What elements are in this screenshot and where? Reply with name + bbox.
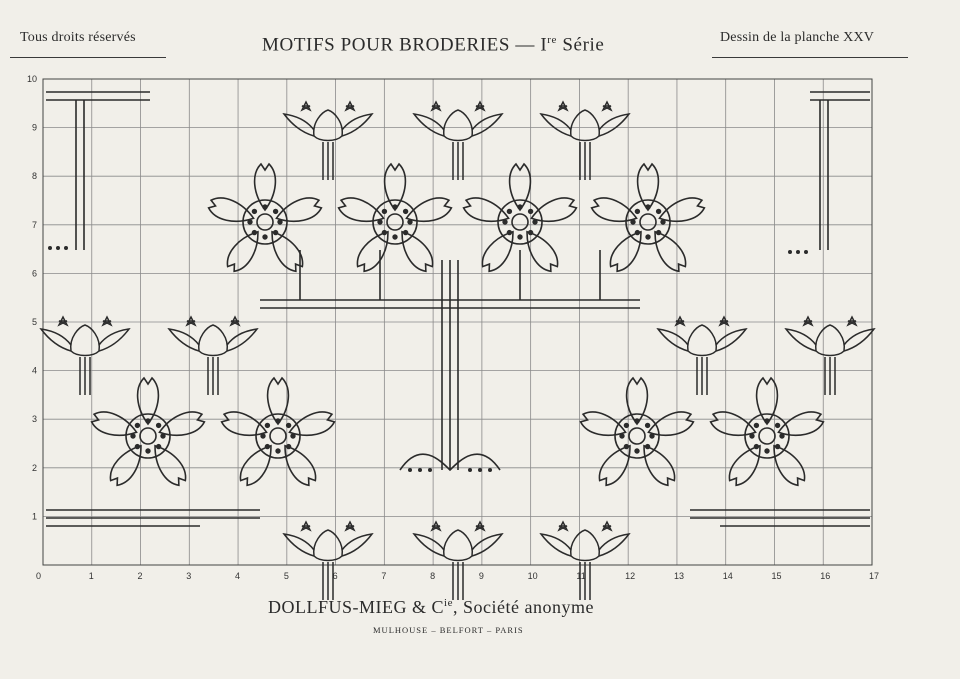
flower-icon bbox=[335, 163, 455, 276]
y-tick-label: 2 bbox=[32, 463, 37, 473]
y-tick-label: 10 bbox=[27, 74, 37, 84]
x-tick-label: 12 bbox=[625, 571, 635, 581]
y-tick-label: 7 bbox=[32, 220, 37, 230]
header-rule-left bbox=[10, 57, 166, 58]
tulip-icon bbox=[40, 316, 130, 396]
header-rule-right bbox=[712, 57, 908, 58]
x-tick-label: 10 bbox=[528, 571, 538, 581]
y-tick-label: 3 bbox=[32, 414, 37, 424]
flower-icon bbox=[588, 163, 708, 276]
tulip-icon bbox=[413, 521, 503, 601]
page-title: MOTIFS POUR BRODERIES — Ire Série bbox=[262, 34, 605, 56]
y-tick-label: 5 bbox=[32, 317, 37, 327]
x-tick-label: 13 bbox=[674, 571, 684, 581]
x-tick-label: 17 bbox=[869, 571, 879, 581]
tulip-icon bbox=[283, 101, 373, 181]
y-tick-label: 1 bbox=[32, 511, 37, 521]
x-tick-label: 16 bbox=[820, 571, 830, 581]
flower-icon bbox=[707, 377, 827, 490]
plate-label: Dessin de la planche XXV bbox=[720, 30, 875, 45]
flower-icon bbox=[205, 163, 325, 276]
tulip-icon bbox=[168, 316, 258, 396]
tulip-icon bbox=[540, 101, 630, 181]
x-tick-label: 3 bbox=[186, 571, 191, 581]
x-tick-label: 11 bbox=[576, 571, 585, 581]
y-tick-label: 6 bbox=[32, 268, 37, 278]
tulip-icon bbox=[283, 521, 373, 601]
x-tick-label: 8 bbox=[430, 571, 435, 581]
flower-icon bbox=[577, 377, 697, 490]
tulip-icon bbox=[540, 521, 630, 601]
y-tick-label: 8 bbox=[32, 171, 37, 181]
x-tick-label: 1 bbox=[89, 571, 94, 581]
x-tick-label: 6 bbox=[333, 571, 338, 581]
stem-structure bbox=[46, 91, 870, 527]
x-tick-label: 7 bbox=[381, 571, 386, 581]
y-tick-label: 4 bbox=[32, 366, 37, 376]
rights-notice: Tous droits réservés bbox=[20, 30, 136, 45]
x-tick-label: 5 bbox=[284, 571, 289, 581]
x-tick-label: 9 bbox=[479, 571, 484, 581]
flower-icon bbox=[88, 377, 208, 490]
tulip-icon bbox=[413, 101, 503, 181]
company-cities: MULHOUSE – BELFORT – PARIS bbox=[373, 625, 524, 635]
y-axis-labels: 1 2 3 4 5 6 7 8 9 10 bbox=[27, 74, 37, 521]
flower-icon bbox=[218, 377, 338, 490]
tulip-icon bbox=[785, 316, 875, 396]
company-name: DOLLFUS-MIEG & Cie, Société anonyme bbox=[268, 597, 594, 617]
tulip-icon bbox=[657, 316, 747, 396]
x-tick-label: 15 bbox=[771, 571, 781, 581]
x-tick-label: 0 bbox=[36, 571, 41, 581]
x-tick-label: 2 bbox=[138, 571, 143, 581]
y-tick-label: 9 bbox=[32, 123, 37, 133]
x-tick-label: 14 bbox=[723, 571, 733, 581]
dot-rows bbox=[48, 246, 808, 472]
x-tick-label: 4 bbox=[235, 571, 240, 581]
